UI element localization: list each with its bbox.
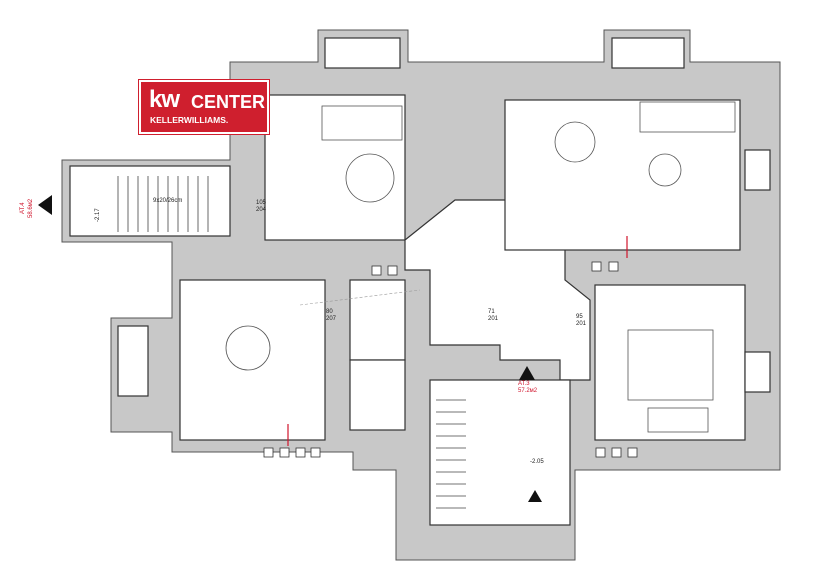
logo-mark: kw xyxy=(149,86,180,113)
logo-word: CENTER xyxy=(191,92,266,112)
door-71: 71 xyxy=(488,309,495,315)
dormer-left-west xyxy=(117,325,149,397)
dormer-right-east xyxy=(744,149,771,191)
kw-center-logo: kw CENTER KELLERWILLIAMS. xyxy=(139,80,269,134)
level-205: -2.05 xyxy=(530,459,544,465)
apt3-label: АТ.3 xyxy=(518,381,530,387)
stair-arrow xyxy=(528,490,542,502)
room-living-right xyxy=(504,99,741,251)
room-bedroom-top-left xyxy=(264,94,406,241)
dormer-right-east-2 xyxy=(744,351,771,393)
apt3-entry-arrow xyxy=(519,366,535,380)
door-201: 201 xyxy=(488,316,499,322)
level-217: -2.17 xyxy=(95,208,101,222)
bath-tub xyxy=(647,407,709,433)
stair-size: 9x20/26cm xyxy=(153,198,183,204)
table-left xyxy=(225,325,271,371)
apt4-entry-arrow xyxy=(38,195,52,215)
room-bath-left xyxy=(349,279,406,361)
door-201b: 201 xyxy=(576,321,587,327)
door-204: 204 xyxy=(256,207,267,213)
sofa-right xyxy=(639,101,736,133)
apt3-area: 57.2м2 xyxy=(518,388,538,394)
door-95: 95 xyxy=(576,314,583,320)
dormer-left xyxy=(324,37,401,69)
door-105: 105 xyxy=(256,200,267,206)
dormer-right xyxy=(611,37,685,69)
apt4-area: 58.6м2 xyxy=(28,198,34,218)
door-80: 80 xyxy=(326,309,333,315)
apt4-label: АТ.4 xyxy=(20,202,26,214)
room-bedroom-right xyxy=(594,284,746,441)
sofa-top-left xyxy=(321,105,403,141)
table-top-left xyxy=(345,153,395,203)
table-right-small xyxy=(648,153,682,187)
room-hall-left xyxy=(349,359,406,431)
logo-sub: KELLERWILLIAMS. xyxy=(150,115,229,125)
table-right xyxy=(554,121,596,163)
room-corridor-left xyxy=(69,165,231,237)
room-stairs-lower xyxy=(429,379,571,526)
room-living-left xyxy=(179,279,326,441)
bed-right xyxy=(627,329,714,401)
door-207: 207 xyxy=(326,316,337,322)
